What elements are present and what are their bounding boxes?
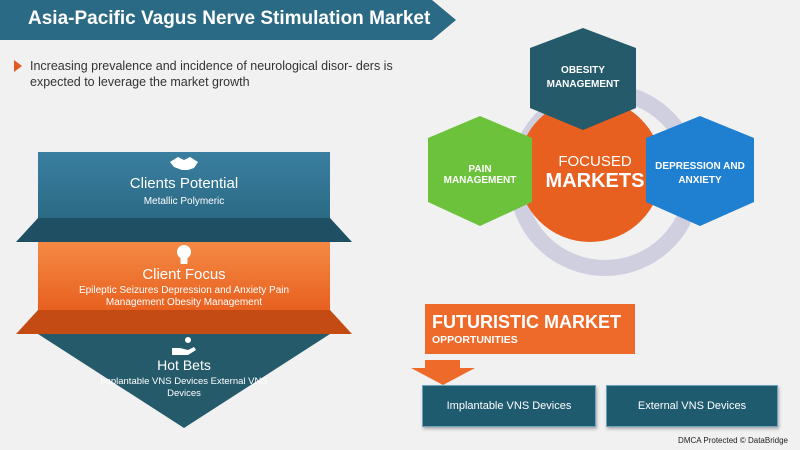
title-banner: Asia-Pacific Vagus Nerve Stimulation Mar…	[0, 0, 456, 40]
hex-label-obesity: OBESITY MANAGEMENT	[546, 65, 620, 90]
footer-credit: DMCA Protected © DataBridge	[678, 436, 788, 445]
handshake-icon	[170, 157, 198, 170]
subtitle: Increasing prevalence and incidence of n…	[30, 59, 393, 89]
tier-1-detail: Metallic Polymeric	[143, 196, 225, 207]
tier-1-title: Clients Potential	[129, 175, 239, 192]
hex-label-depression: DEPRESSION AND ANXIETY	[655, 161, 745, 186]
tier-3-title: Hot Bets	[157, 357, 211, 373]
page-title: Asia-Pacific Vagus Nerve Stimulation Mar…	[28, 8, 431, 29]
tier-3-detail: Implantable VNS Devices External VNS Dev…	[100, 376, 268, 399]
tier-2-title: Client Focus	[142, 266, 226, 283]
tier-2-detail: Epileptic Seizures Depression and Anxiet…	[78, 285, 290, 308]
futuristic-subtitle: OPPORTUNITIES	[432, 334, 518, 346]
funnel-connector-1	[16, 218, 352, 242]
funnel-tier-3	[38, 334, 330, 428]
focused-label: FOCUSED	[558, 153, 632, 170]
funnel-tier-1	[38, 152, 330, 218]
hex-pain	[428, 116, 532, 226]
bullet-arrow-icon	[14, 60, 22, 72]
markets-center-circle	[518, 98, 662, 242]
hex-depression	[646, 116, 754, 226]
funnel-connector-2	[16, 310, 352, 334]
lightbulb-icon	[177, 245, 191, 264]
hex-obesity	[530, 28, 636, 130]
down-arrow-icon	[411, 360, 475, 385]
device-box-implantable: Implantable VNS Devices	[422, 385, 596, 427]
device-box-external: External VNS Devices	[606, 385, 778, 427]
hex-label-pain: PAIN MANAGEMENT	[443, 164, 517, 186]
markets-label: MARKETS	[545, 170, 645, 192]
futuristic-title: FUTURISTIC MARKET	[432, 312, 621, 332]
hand-coins-icon	[172, 337, 196, 355]
futuristic-banner	[425, 304, 635, 354]
funnel-tier-2	[38, 242, 330, 310]
